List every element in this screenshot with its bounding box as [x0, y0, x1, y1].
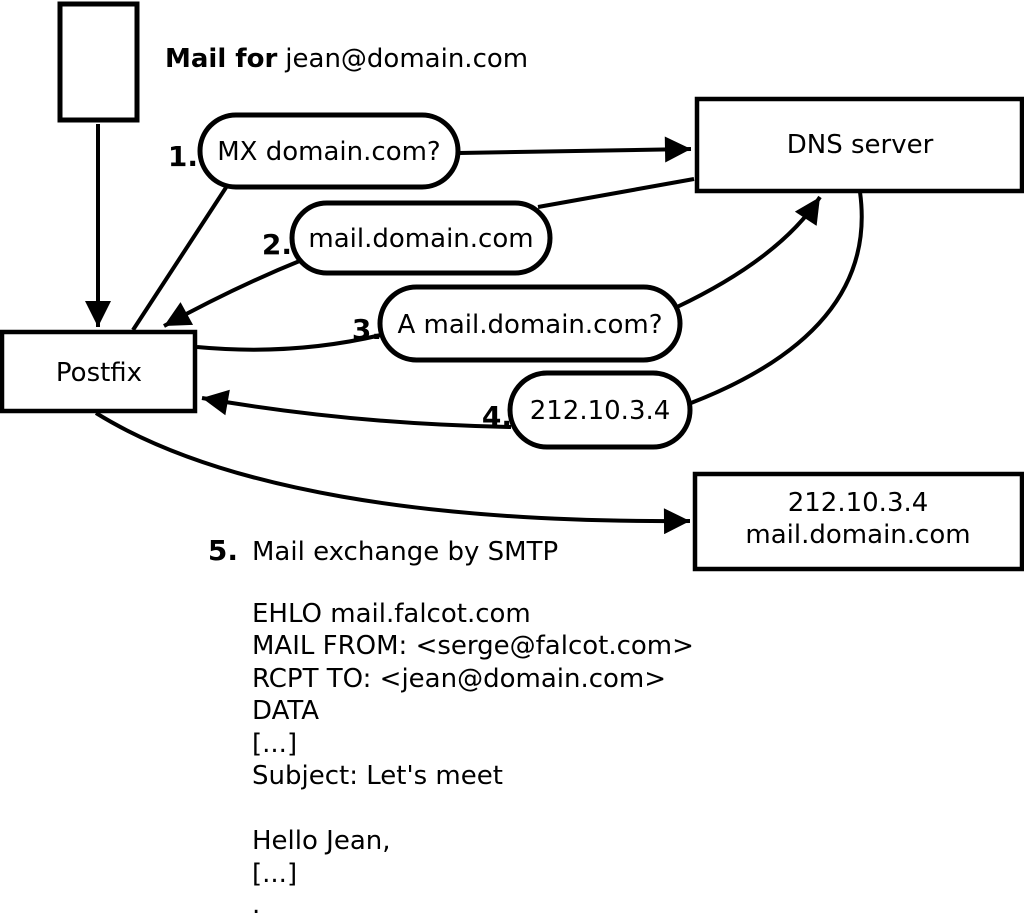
mailserver-ip-label: 212.10.3.4: [788, 488, 929, 518]
mx-query-pill: [197, 112, 461, 190]
smtp-line-ellipsis-2: [...]: [252, 859, 297, 889]
mx-answer-pill: [289, 200, 553, 276]
arrow-mx-query-to-dns: [458, 136, 692, 163]
a-answer-label: 212.10.3.4: [530, 396, 671, 426]
smtp-line-end-dot: .: [252, 890, 260, 919]
line-dns-to-a-answer: [690, 191, 864, 405]
smtp-line-data: DATA: [252, 696, 319, 726]
step-5-number: 5.: [208, 534, 238, 567]
smtp-line-hello: Hello Jean,: [252, 826, 391, 856]
arrow-a-answer-to-postfix: [201, 389, 512, 429]
smtp-line-rcpt-to: RCPT TO: <jean@domain.com>: [252, 664, 666, 694]
a-query-label: A mail.domain.com?: [398, 310, 663, 340]
smtp-line-mail-from: MAIL FROM: <serge@falcot.com>: [252, 631, 694, 661]
mailserver-box: [692, 471, 1024, 572]
smtp-line-subject: Subject: Let's meet: [252, 761, 503, 791]
arrow-postfix-to-mailserver-smtp: [94, 411, 691, 535]
step-3-number: 3.: [352, 313, 382, 346]
arrow-a-query-to-dns: [676, 195, 822, 309]
mail-message-box: [57, 1, 140, 123]
arrow-mx-answer-to-postfix: [163, 258, 303, 328]
postfix-label: Postfix: [56, 358, 142, 388]
line-dns-to-mx-answer: [537, 177, 695, 209]
postfix-box: [0, 329, 198, 414]
mail-for-label-address: jean@domain.com: [284, 44, 528, 74]
dns-server-box: [694, 96, 1024, 194]
mail-for-label-bold: Mail for: [165, 44, 277, 74]
mailserver-host-label: mail.domain.com: [745, 520, 970, 550]
mx-query-label: MX domain.com?: [217, 137, 440, 167]
smtp-line-ellipsis-1: [...]: [252, 729, 297, 759]
dns-server-label: DNS server: [787, 130, 934, 160]
step-2-number: 2.: [262, 228, 292, 261]
line-postfix-to-a-query: [196, 333, 382, 352]
step-5-label: Mail exchange by SMTP: [252, 537, 558, 567]
a-answer-pill: [507, 370, 693, 450]
mx-answer-label: mail.domain.com: [308, 224, 533, 254]
step-1-number: 1.: [168, 140, 198, 173]
line-postfix-to-mx-query: [131, 184, 229, 332]
smtp-line-ehlo: EHLO mail.falcot.com: [252, 599, 531, 629]
a-query-pill: [377, 284, 683, 363]
step-4-number: 4.: [482, 400, 512, 433]
